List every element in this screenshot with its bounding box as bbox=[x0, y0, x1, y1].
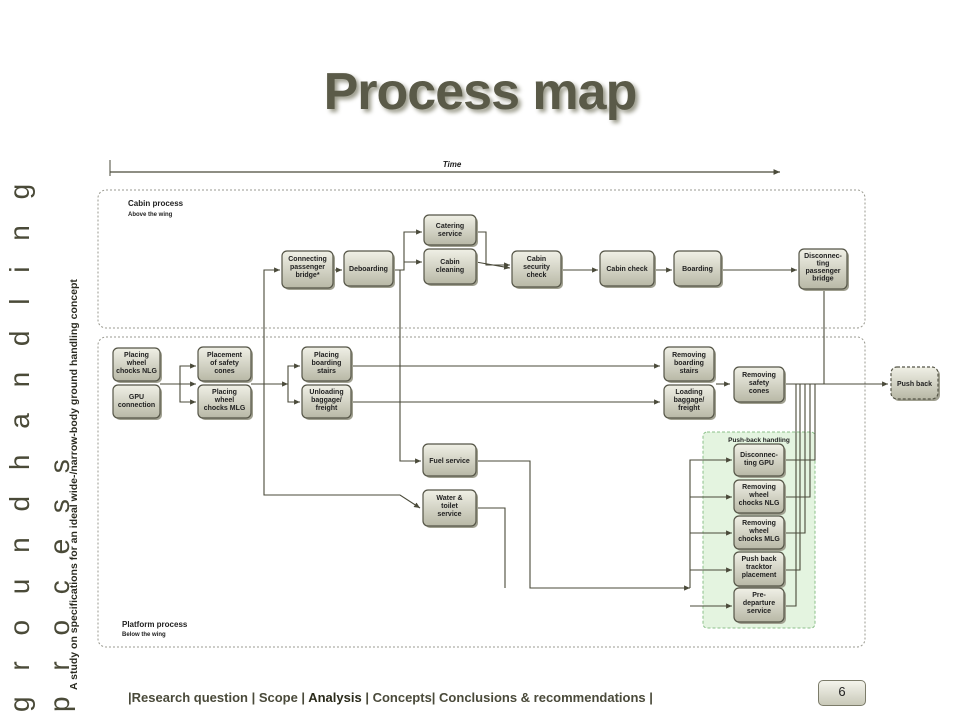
node-deboarding: Deboarding bbox=[343, 250, 395, 288]
svg-text:Boarding: Boarding bbox=[682, 266, 713, 273]
time-axis: Time bbox=[109, 160, 780, 176]
platform-process-region bbox=[97, 336, 866, 648]
footer-navigation: |Research question | Scope | Analysis | … bbox=[128, 690, 653, 705]
svg-text:Fuel service: Fuel service bbox=[429, 458, 470, 465]
cabin-process-title: Cabin process bbox=[128, 199, 184, 208]
edges bbox=[160, 229, 888, 609]
page-number-box: 6 bbox=[818, 680, 866, 706]
node-cabin-check: Cabin check bbox=[599, 250, 656, 288]
platform-process-title: Platform process bbox=[122, 620, 188, 629]
nav-suffix[interactable]: | Concepts| Conclusions & recommendation… bbox=[361, 690, 653, 705]
platform-process-subtitle: Below the wing bbox=[122, 632, 166, 638]
node-fuel-service: Fuel service bbox=[422, 443, 478, 478]
node-boarding: Boarding bbox=[673, 250, 723, 288]
pushback-handling-title: Push-back handling bbox=[728, 437, 790, 444]
node-push-back: Push back bbox=[890, 366, 940, 401]
page-number: 6 bbox=[838, 684, 846, 699]
svg-text:Cabin check: Cabin check bbox=[606, 266, 647, 273]
cabin-process-region bbox=[97, 189, 866, 329]
cabin-process-subtitle: Above the wing bbox=[128, 212, 173, 218]
nav-prefix[interactable]: |Research question | Scope | bbox=[128, 690, 309, 705]
page-title: Process map bbox=[323, 63, 638, 121]
svg-text:Deboarding: Deboarding bbox=[349, 266, 388, 273]
time-label: Time bbox=[443, 160, 462, 169]
svg-text:Push back: Push back bbox=[897, 381, 932, 388]
node-disconnecting-gpu: Disconnec-ting GPU bbox=[733, 443, 786, 478]
svg-text:Disconnec-ting GPU: Disconnec-ting GPU bbox=[740, 452, 778, 467]
nav-active-item[interactable]: Analysis bbox=[308, 690, 362, 705]
